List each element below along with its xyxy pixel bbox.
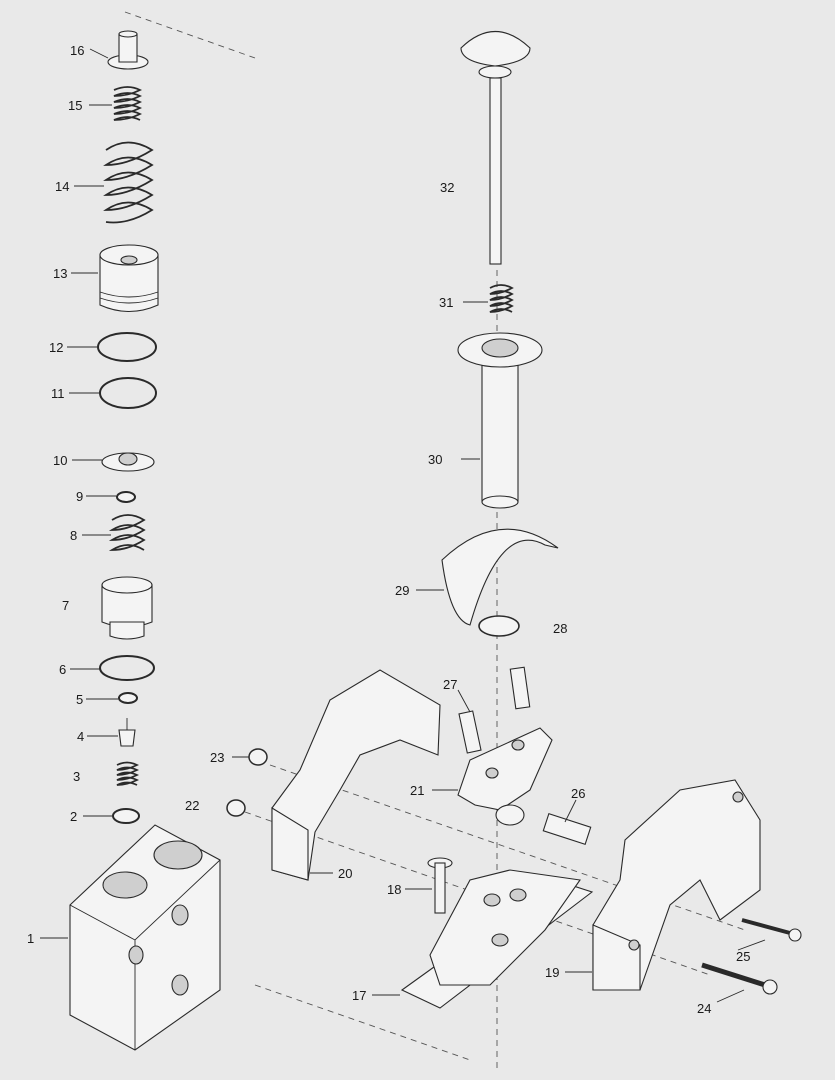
part-8-spring — [108, 514, 146, 551]
part-10-seat — [101, 452, 155, 472]
callout-9: 9 — [76, 489, 83, 504]
part-4-plunger — [118, 718, 136, 747]
part-28-nut — [478, 615, 520, 637]
part-12-o-ring — [97, 332, 157, 362]
part-22-nut — [226, 799, 246, 817]
callout-27: 27 — [443, 677, 457, 692]
callout-6: 6 — [59, 662, 66, 677]
part-18-screw — [427, 857, 453, 914]
callout-28: 28 — [553, 621, 567, 636]
callout-18: 18 — [387, 882, 401, 897]
part-23-nut — [248, 748, 268, 766]
part-7-valve-body — [101, 576, 153, 640]
part-2-washer — [112, 808, 140, 824]
part-27-pins — [458, 666, 531, 754]
callout-2: 2 — [70, 809, 77, 824]
callout-10: 10 — [53, 453, 67, 468]
callout-11: 11 — [51, 386, 65, 401]
part-16-stem — [107, 30, 149, 70]
part-19-right-frame — [592, 779, 761, 991]
part-26-pin — [542, 812, 592, 846]
part-20-left-frame — [271, 669, 441, 881]
callout-30: 30 — [428, 452, 442, 467]
callout-21: 21 — [410, 783, 424, 798]
part-11-o-ring — [99, 377, 157, 409]
part-6-o-ring — [99, 655, 155, 681]
callout-20: 20 — [338, 866, 352, 881]
callout-5: 5 — [76, 692, 83, 707]
callout-14: 14 — [55, 179, 69, 194]
part-5-washer — [118, 692, 138, 704]
part-24-bolt — [701, 962, 778, 995]
part-3-spring — [116, 761, 140, 786]
part-29-cover — [441, 528, 559, 626]
part-31-spring — [489, 284, 514, 313]
callout-29: 29 — [395, 583, 409, 598]
callout-25: 25 — [736, 949, 750, 964]
callout-12: 12 — [49, 340, 63, 355]
callout-26: 26 — [571, 786, 585, 801]
callout-4: 4 — [77, 729, 84, 744]
callout-1: 1 — [27, 931, 34, 946]
callout-3: 3 — [73, 769, 80, 784]
callout-22: 22 — [185, 798, 199, 813]
callout-24: 24 — [697, 1001, 711, 1016]
part-1-housing — [69, 824, 221, 1051]
callout-16: 16 — [70, 43, 84, 58]
callout-labels: 16 15 14 13 12 11 10 9 8 7 6 5 4 3 2 1 2… — [27, 43, 750, 1016]
part-9-washer — [116, 491, 136, 503]
part-17-base-plate — [400, 869, 594, 1009]
callout-17: 17 — [352, 988, 366, 1003]
part-30-handle-sleeve — [457, 332, 543, 509]
part-25-bolt — [741, 918, 802, 942]
part-14-spring — [103, 141, 154, 224]
leader-lines — [40, 48, 766, 1003]
callout-15: 15 — [68, 98, 82, 113]
callout-13: 13 — [53, 266, 67, 281]
part-13-piston — [99, 244, 159, 313]
callout-32: 32 — [440, 180, 454, 195]
callout-23: 23 — [210, 750, 224, 765]
part-32-lever-rod — [460, 30, 531, 265]
part-15-spring — [113, 86, 143, 121]
callout-8: 8 — [70, 528, 77, 543]
callout-31: 31 — [439, 295, 453, 310]
part-21-lever-bracket — [457, 727, 553, 826]
callout-19: 19 — [545, 965, 559, 980]
callout-7: 7 — [62, 598, 69, 613]
